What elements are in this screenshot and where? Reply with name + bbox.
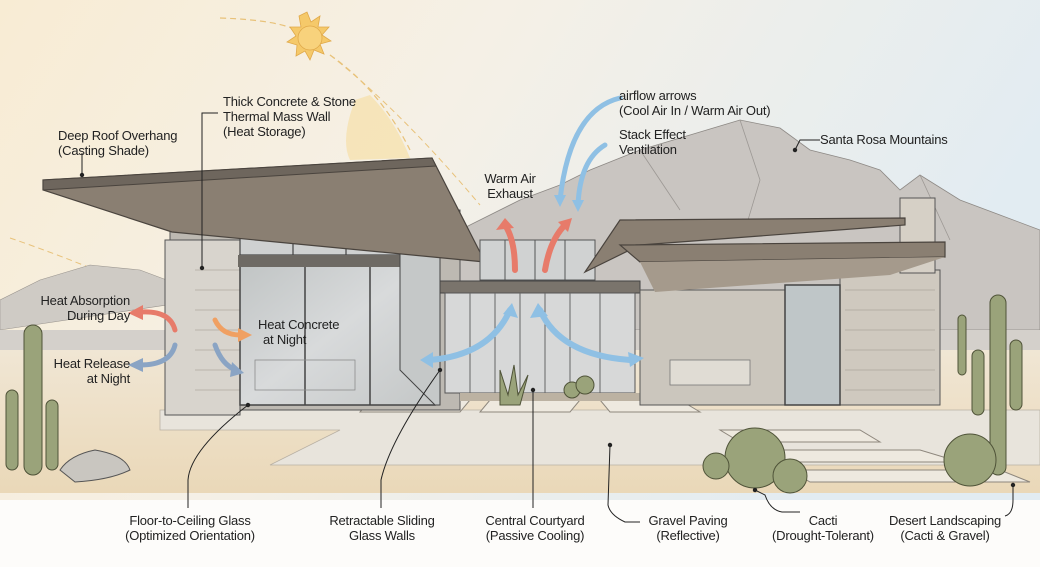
leader-lines bbox=[79, 112, 1016, 523]
label-santa-rosa-mountains: Santa Rosa Mountains bbox=[820, 132, 948, 147]
label-stack-effect: Stack Effect Ventilation bbox=[619, 127, 686, 157]
sofa bbox=[669, 359, 751, 386]
label-heat-absorption: Heat Absorption During Day bbox=[40, 293, 130, 323]
roof-overhang bbox=[42, 157, 487, 263]
rock bbox=[59, 449, 131, 483]
label-heat-release: Heat Release at Night bbox=[53, 356, 131, 386]
sliding-glass-door bbox=[784, 284, 841, 406]
label-cacti: Cacti (Drought-Tolerant) bbox=[772, 513, 874, 543]
label-roof-overhang: Deep Roof Overhang (Casting Shade) bbox=[58, 128, 178, 158]
label-warm-air-exhaust: Warm Air Exhaust bbox=[484, 171, 536, 201]
cacti bbox=[5, 294, 1023, 494]
label-thermal-mass-wall: Thick Concrete & Stone Thermal Mass Wall… bbox=[223, 94, 356, 139]
label-gravel-paving: Gravel Paving (Reflective) bbox=[648, 513, 728, 543]
sun-icon bbox=[9, 11, 481, 281]
label-airflow-arrows: airflow arrows (Cool Air In / Warm Air O… bbox=[619, 88, 771, 118]
label-floor-to-ceiling-glass: Floor-to-Ceiling Glass (Optimized Orient… bbox=[125, 513, 255, 543]
label-desert-landscaping: Desert Landscaping (Cacti & Gravel) bbox=[888, 513, 1002, 543]
label-heat-concrete: Heat Concrete at Night bbox=[258, 317, 340, 347]
label-central-courtyard: Central Courtyard (Passive Cooling) bbox=[485, 513, 585, 543]
label-retractable-sliding: Retractable Sliding Glass Walls bbox=[329, 513, 435, 543]
right-wing bbox=[583, 197, 946, 406]
airflow-arrows bbox=[128, 95, 644, 377]
